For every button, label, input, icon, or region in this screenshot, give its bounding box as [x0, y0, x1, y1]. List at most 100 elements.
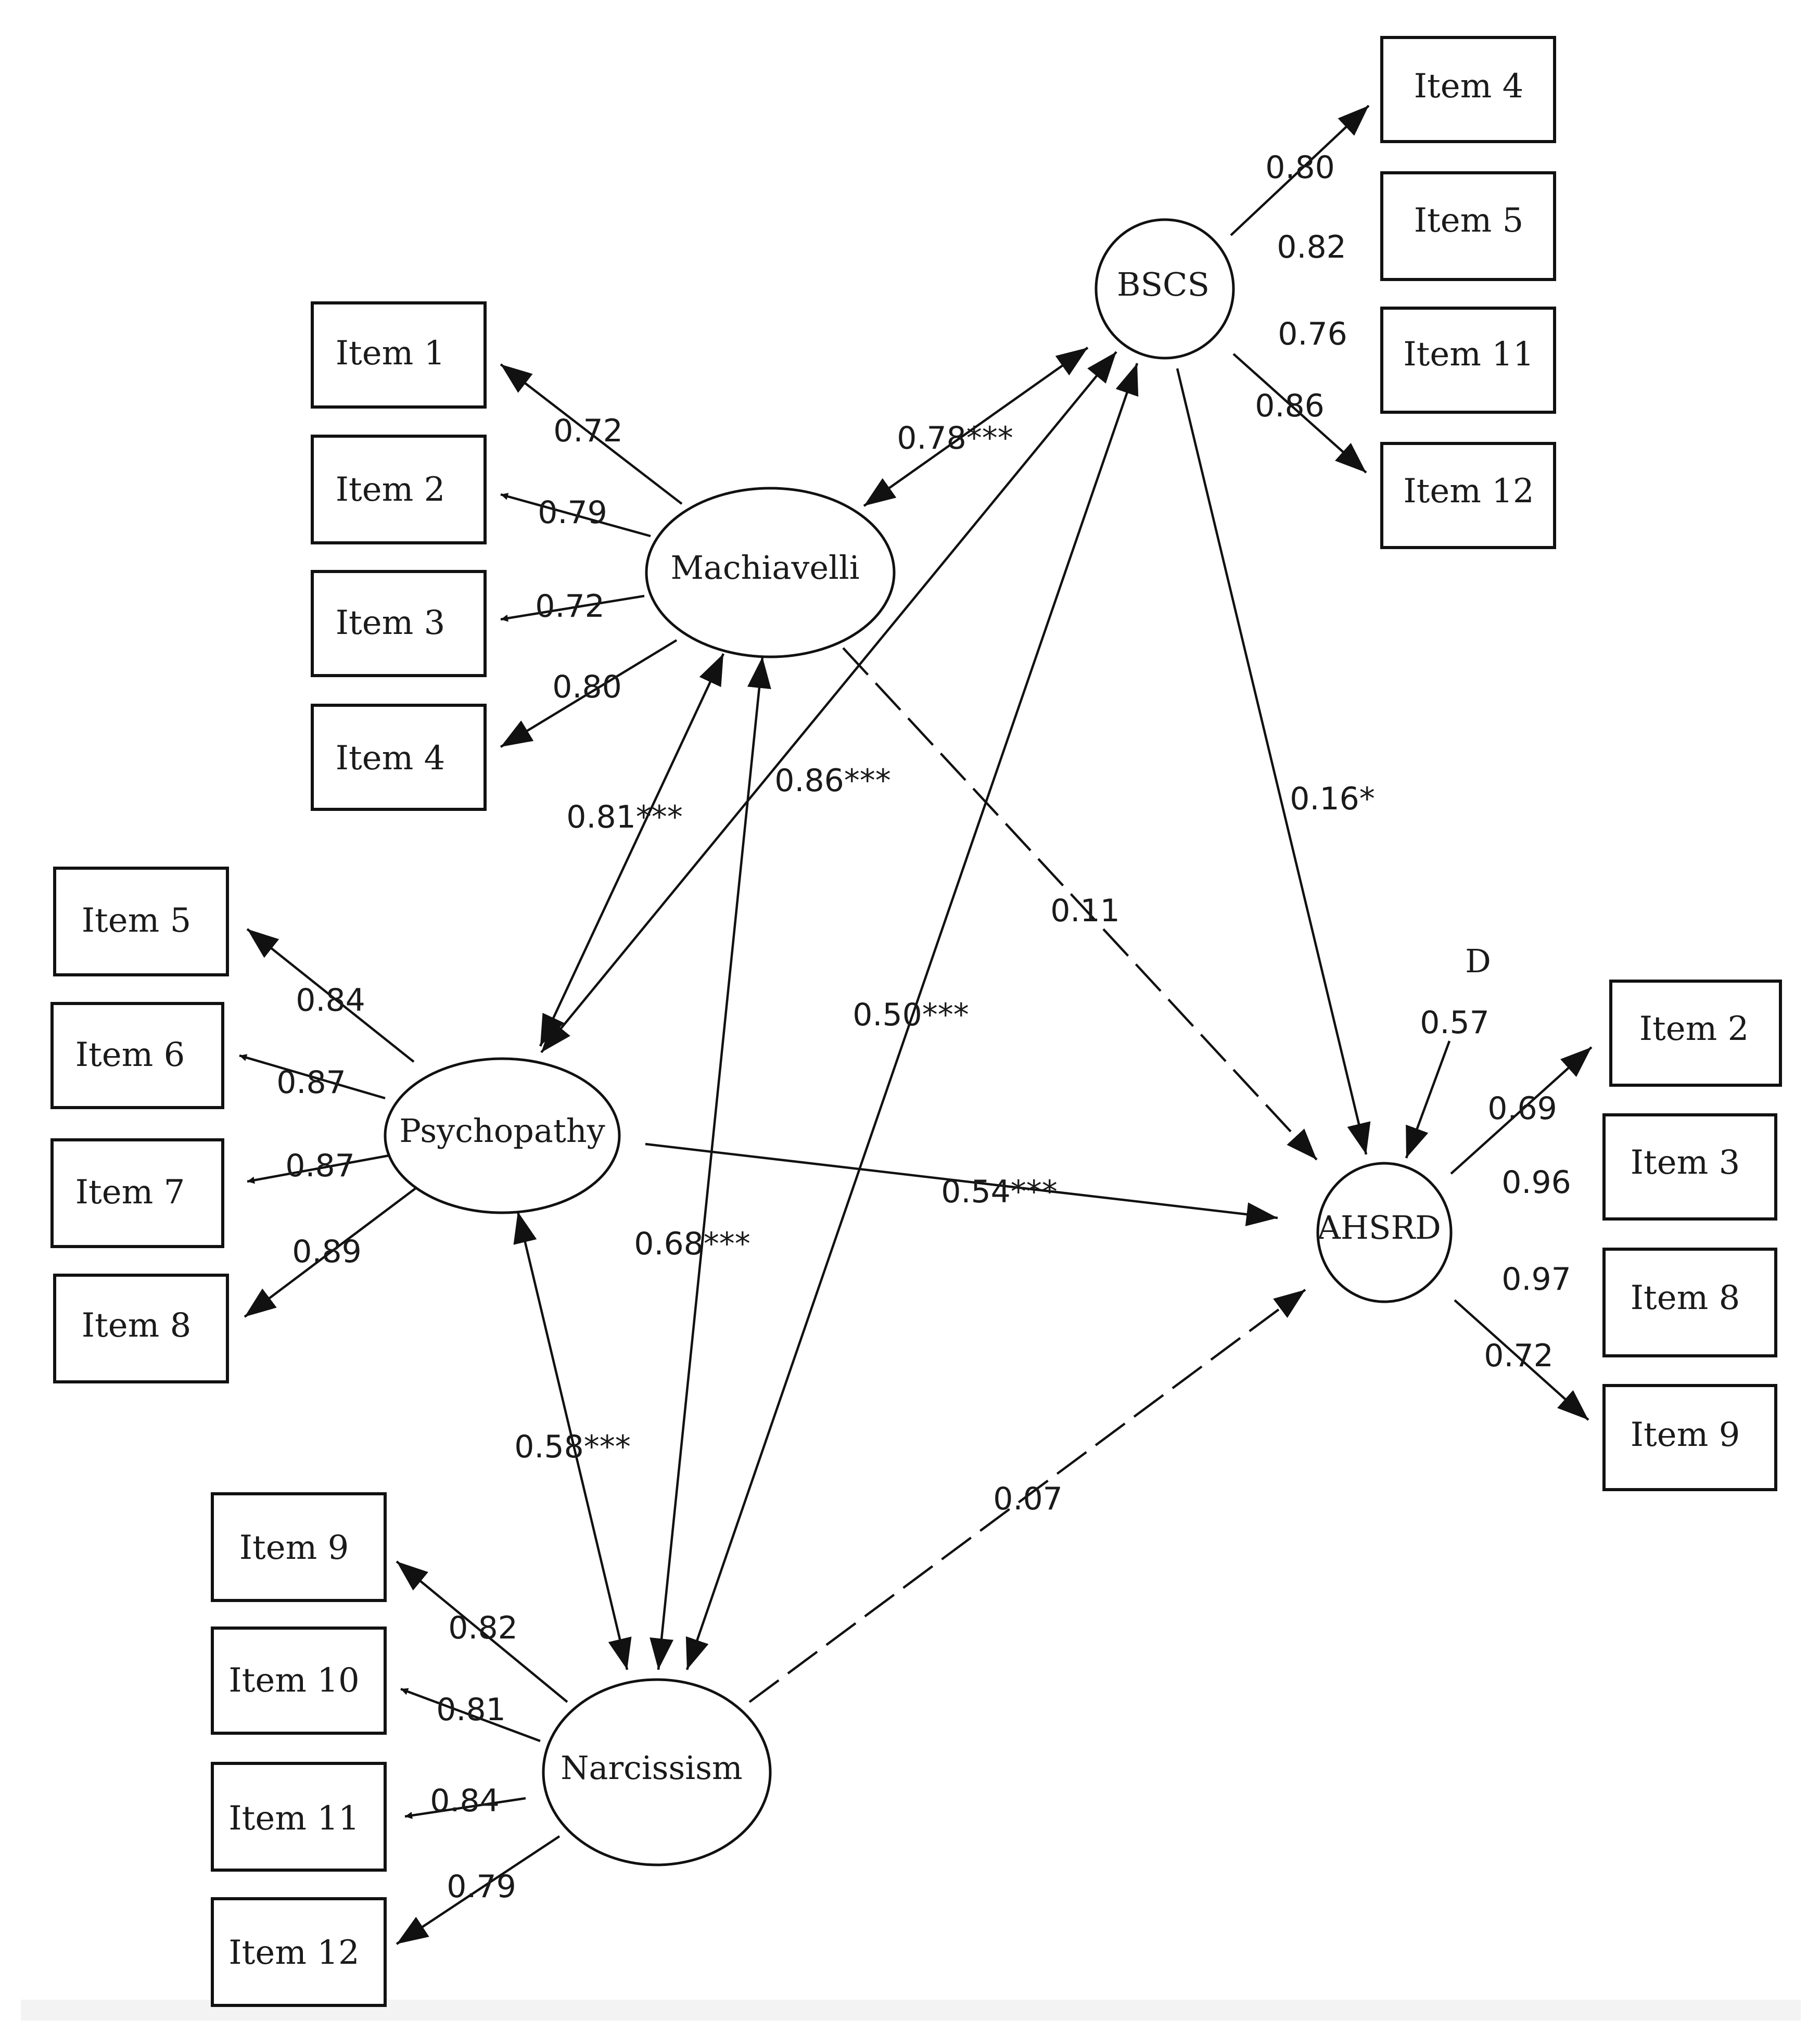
indicator-label: Item 7 — [75, 1173, 185, 1212]
loading-value: 0.87 — [276, 1064, 346, 1101]
indicator-box — [50, 1138, 224, 1248]
path-bscs-ahsrd — [1176, 368, 1371, 1155]
indicator-box — [311, 570, 487, 677]
loading-value: 0.82 — [1277, 229, 1346, 265]
indicator-label: Item 9 — [239, 1529, 349, 1567]
indicator-box — [211, 1897, 387, 2007]
loading-line — [1454, 1299, 1589, 1421]
path-mach-ahsrd-value: 0.11 — [1050, 893, 1120, 929]
corr-psych-bscs-value: 0.86*** — [774, 763, 891, 799]
indicator-label: Item 3 — [1631, 1143, 1740, 1182]
latent-psychopathy — [384, 1057, 621, 1214]
loading-value: 0.87 — [285, 1148, 355, 1184]
loading-value: 0.80 — [552, 669, 622, 705]
corr-psych-narc — [513, 1211, 632, 1670]
latent-ahsrd — [1316, 1162, 1453, 1303]
latent-machiavelli-label: Machiavelli — [670, 549, 859, 587]
indicator-box — [50, 1002, 224, 1109]
indicator-box — [1602, 1113, 1777, 1221]
path-narc-ahsrd-value: 0.07 — [993, 1481, 1063, 1517]
loading-value: 0.72 — [1484, 1338, 1554, 1374]
loading-line — [239, 1054, 386, 1100]
indicator-box — [53, 867, 229, 976]
latent-narcissism — [542, 1678, 772, 1866]
loading-line — [396, 1835, 561, 1945]
latent-machiavelli — [645, 487, 896, 658]
indicator-box — [1380, 36, 1556, 143]
indicator-label: Item 10 — [228, 1661, 359, 1700]
loading-value: 0.96 — [1501, 1164, 1571, 1201]
corr-narc-bscs-value: 0.50*** — [852, 997, 969, 1033]
loading-line — [1232, 353, 1367, 474]
loading-value: 0.84 — [296, 982, 365, 1019]
indicator-label: Item 4 — [336, 739, 446, 778]
loading-line — [500, 594, 645, 622]
narcissism-block: Item 9 Item 10 Item 11 Item 12 0.82 0.81… — [211, 1492, 772, 2007]
indicator-box — [1609, 980, 1782, 1087]
indicator-box — [53, 1274, 229, 1383]
loading-value: 0.89 — [292, 1234, 362, 1270]
structural-paths — [513, 347, 1451, 1703]
path-d-ahsrd-value: 0.57 — [1420, 1005, 1490, 1041]
loading-value: 0.97 — [1501, 1261, 1571, 1298]
indicator-label: Item 8 — [82, 1306, 192, 1345]
machiavelli-block: Item 1 Item 2 Item 3 Item 4 0.72 0.79 0.… — [311, 301, 896, 811]
loading-value: 0.86 — [1255, 388, 1325, 424]
loading-value: 0.84 — [430, 1783, 500, 1819]
path-psych-ahsrd — [645, 1142, 1278, 1226]
loading-line — [246, 928, 415, 1063]
ahsrd-block: Item 2 Item 3 Item 8 Item 9 0.69 0.96 0.… — [1316, 942, 1782, 1491]
loading-line — [1230, 105, 1370, 236]
indicator-label: Item 11 — [1403, 335, 1534, 374]
indicator-box — [1602, 1384, 1777, 1491]
loading-line — [404, 1797, 526, 1819]
corr-narc-bscs — [685, 363, 1139, 1670]
loading-value: 0.69 — [1487, 1090, 1557, 1127]
indicator-box — [311, 435, 487, 544]
loading-line — [500, 363, 683, 505]
indicator-label: Item 12 — [228, 1934, 359, 1972]
indicator-box — [1380, 171, 1556, 281]
indicator-label: Item 6 — [75, 1036, 185, 1074]
indicator-label: Item 5 — [1414, 201, 1524, 240]
latent-narcissism-label: Narcissism — [561, 1749, 742, 1787]
corr-mach-narc-value: 0.68*** — [634, 1226, 750, 1262]
loading-value: 0.80 — [1265, 149, 1335, 186]
loading-line — [500, 639, 678, 748]
indicator-box — [211, 1492, 387, 1602]
indicator-label: Item 4 — [1414, 67, 1524, 106]
indicator-box — [1380, 307, 1556, 414]
path-d-ahsrd — [1405, 1040, 1451, 1159]
corr-mach-bscs-value: 0.78*** — [897, 420, 1013, 456]
latent-bscs-label: BSCS — [1117, 265, 1210, 303]
indicator-label: Item 2 — [1639, 1010, 1749, 1048]
indicator-box — [211, 1627, 387, 1735]
indicator-box — [1380, 442, 1556, 549]
indicator-label: Item 3 — [336, 604, 446, 642]
indicator-label: Item 1 — [336, 334, 446, 373]
bscs-block: Item 4 Item 5 Item 11 Item 12 0.80 0.82 … — [1094, 36, 1556, 549]
indicator-label: Item 12 — [1403, 472, 1534, 511]
loading-line — [400, 1687, 541, 1743]
disturbance-label: D — [1465, 942, 1491, 980]
indicator-box — [211, 1762, 387, 1872]
loading-line — [500, 493, 651, 538]
loading-value: 0.76 — [1278, 316, 1347, 352]
indicator-box — [311, 301, 487, 409]
loading-line — [244, 1187, 417, 1318]
indicator-box — [311, 704, 487, 811]
loading-line — [1450, 1046, 1593, 1175]
path-mach-ahsrd — [842, 647, 1318, 1161]
loading-line — [396, 1560, 568, 1703]
loading-value: 0.72 — [553, 413, 623, 449]
corr-psych-bscs — [540, 351, 1117, 1053]
indicator-label: Item 9 — [1631, 1416, 1740, 1454]
loading-value: 0.81 — [436, 1692, 506, 1728]
corr-mach-psych — [539, 653, 725, 1047]
indicator-label: Item 2 — [336, 471, 446, 509]
latent-ahsrd-label: AHSRD — [1317, 1209, 1441, 1247]
loading-value: 0.79 — [538, 494, 607, 531]
indicator-label: Item 11 — [228, 1799, 359, 1838]
indicator-box — [1602, 1248, 1777, 1357]
